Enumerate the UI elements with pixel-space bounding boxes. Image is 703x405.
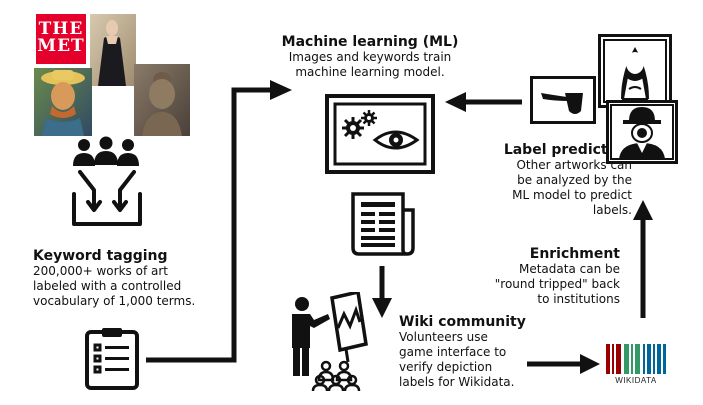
keyword-tagging-line-3: vocabulary of 1,000 terms. — [33, 294, 196, 308]
keyword-tagging-line-2: labeled with a controlled — [33, 279, 182, 293]
keyword-tagging-title: Keyword tagging — [33, 248, 168, 264]
wiki-community-line-4: labels for Wikidata. — [399, 375, 515, 389]
machine-learning-title: Machine learning (ML) — [281, 34, 459, 50]
funnel-arrows-icon — [72, 170, 142, 226]
enrichment-block: Enrichment Metadata can be "round trippe… — [470, 246, 620, 307]
clipboard-checklist-icon — [85, 328, 139, 390]
enrichment-line-2: "round tripped" back — [494, 277, 620, 291]
machine-learning-block: Machine learning (ML) Images and keyword… — [280, 34, 460, 80]
presentation-board-icon — [330, 292, 368, 363]
enrichment-title: Enrichment — [529, 246, 620, 262]
keyword-tagging-line-1: 200,000+ works of art — [33, 264, 168, 278]
gear-icon — [342, 110, 377, 139]
pipe-painting-frame — [530, 76, 596, 124]
buddha-sculpture-thumbnail — [134, 64, 190, 136]
label-prediction-title: Label prediction — [503, 142, 632, 158]
monitor-gears-eye-icon — [325, 94, 435, 174]
arrow-to-ml — [146, 87, 272, 363]
keyword-tagging-block: Keyword tagging 200,000+ works of art la… — [33, 248, 233, 309]
pipe-painting-icon — [541, 93, 583, 114]
label-prediction-line-3: ML model to predict — [512, 188, 632, 202]
newspaper-icon — [351, 192, 415, 256]
wikidata-label: WIKIDATA — [615, 376, 657, 385]
wiki-community-line-3: verify depiction — [399, 360, 493, 374]
presenter-figure-icon — [292, 297, 330, 376]
label-prediction-line-1: Other artworks can — [516, 158, 632, 172]
met-logo: THE MET — [36, 14, 86, 64]
enrichment-line-1: Metadata can be — [518, 262, 620, 276]
painting-thumbnails — [34, 14, 190, 136]
people-icon — [73, 136, 139, 166]
wiki-community-line-2: game interface to — [399, 345, 507, 359]
wikidata-logo: WIKIDATA — [604, 344, 668, 385]
met-logo-line2: MET — [37, 36, 85, 56]
label-prediction-line-2: be analyzed by the — [517, 173, 632, 187]
wiki-community-block: Wiki community Volunteers use game inter… — [399, 314, 529, 390]
audience-icon — [311, 360, 361, 392]
bowler-hat-man-frame — [606, 100, 678, 164]
wiki-community-line-1: Volunteers use — [399, 330, 488, 344]
machine-learning-line-1: Images and keywords train — [288, 50, 452, 64]
mona-lisa-frame — [598, 34, 672, 108]
machine-learning-line-2: machine learning model. — [295, 65, 445, 79]
met-logo-line1: THE — [38, 19, 84, 39]
eye-icon — [372, 130, 420, 150]
self-portrait-painting-thumbnail — [34, 68, 92, 136]
label-prediction-line-4: labels. — [592, 203, 632, 217]
presenter-audience-icon — [292, 292, 368, 392]
enrichment-line-3: to institutions — [537, 292, 620, 306]
wikidata-barcode-icon — [606, 344, 666, 374]
bowler-hat-man-icon — [610, 104, 674, 160]
label-prediction-block: Label prediction Other artworks can be a… — [460, 142, 632, 218]
wiki-community-title: Wiki community — [399, 314, 526, 330]
portrait-painting-thumbnail — [90, 14, 136, 86]
mona-lisa-icon — [603, 39, 667, 103]
